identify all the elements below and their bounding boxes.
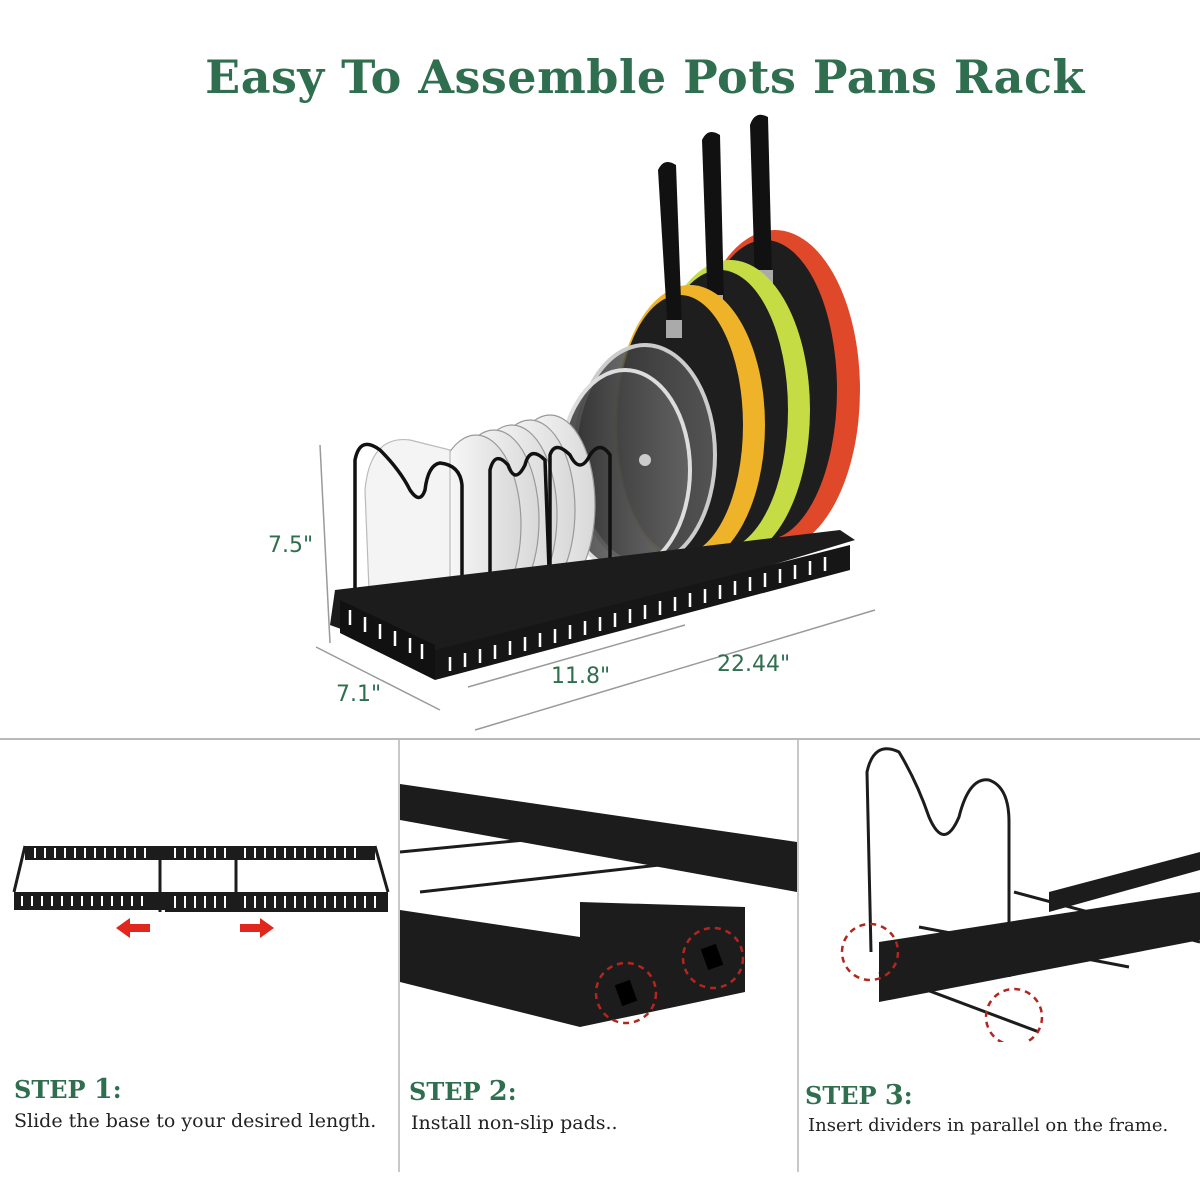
- rack-with-pans-illustration: [315, 114, 876, 731]
- non-slip-pads-illustration: [400, 784, 797, 1027]
- page-title: Easy To Assemble Pots Pans Rack: [205, 50, 1085, 104]
- step-3-description: Insert dividers in parallel on the frame…: [808, 1115, 1169, 1136]
- section-divider: [0, 738, 1200, 740]
- step-3-number: 3: [884, 1080, 904, 1111]
- step-1-label: STEP 1:: [14, 1074, 122, 1105]
- arrow-left-icon: [116, 918, 150, 938]
- dimension-height-label: 7.5": [268, 533, 314, 558]
- dimension-depth-label: 7.1": [336, 682, 382, 707]
- step-divider-1: [398, 740, 400, 1172]
- step-3-suffix: :: [903, 1081, 913, 1110]
- step-2-label: STEP 2:: [409, 1076, 517, 1107]
- step-divider-2: [797, 740, 799, 1172]
- step-1-panel: STEP 1: Slide the base to your desired l…: [0, 742, 398, 1182]
- step-1-description: Slide the base to your desired length.: [14, 1110, 377, 1132]
- step-2-prefix: STEP: [409, 1077, 489, 1106]
- step-2-number: 2: [488, 1076, 508, 1107]
- step-1-number: 1: [93, 1074, 113, 1105]
- step-2-suffix: :: [507, 1077, 517, 1106]
- dimension-min-length-label: 11.8": [551, 664, 611, 689]
- arrow-right-icon: [240, 918, 274, 938]
- step-3-prefix: STEP: [805, 1081, 885, 1110]
- dimension-lines: [315, 444, 876, 731]
- step-3-panel: STEP 3: Insert dividers in parallel on t…: [799, 742, 1200, 1182]
- step-1-suffix: :: [112, 1075, 122, 1104]
- dimension-max-length-label: 22.44": [717, 652, 791, 677]
- rack-base: [330, 530, 855, 680]
- insert-dividers-illustration: [840, 747, 1200, 1042]
- rack-dividers: [353, 442, 612, 610]
- step-2-description: Install non-slip pads..: [411, 1112, 618, 1134]
- step-2-panel: STEP 2: Install non-slip pads..: [400, 742, 797, 1182]
- step-1-prefix: STEP: [14, 1075, 94, 1104]
- extendable-base-illustration: [12, 845, 390, 912]
- step-3-label: STEP 3:: [805, 1080, 913, 1111]
